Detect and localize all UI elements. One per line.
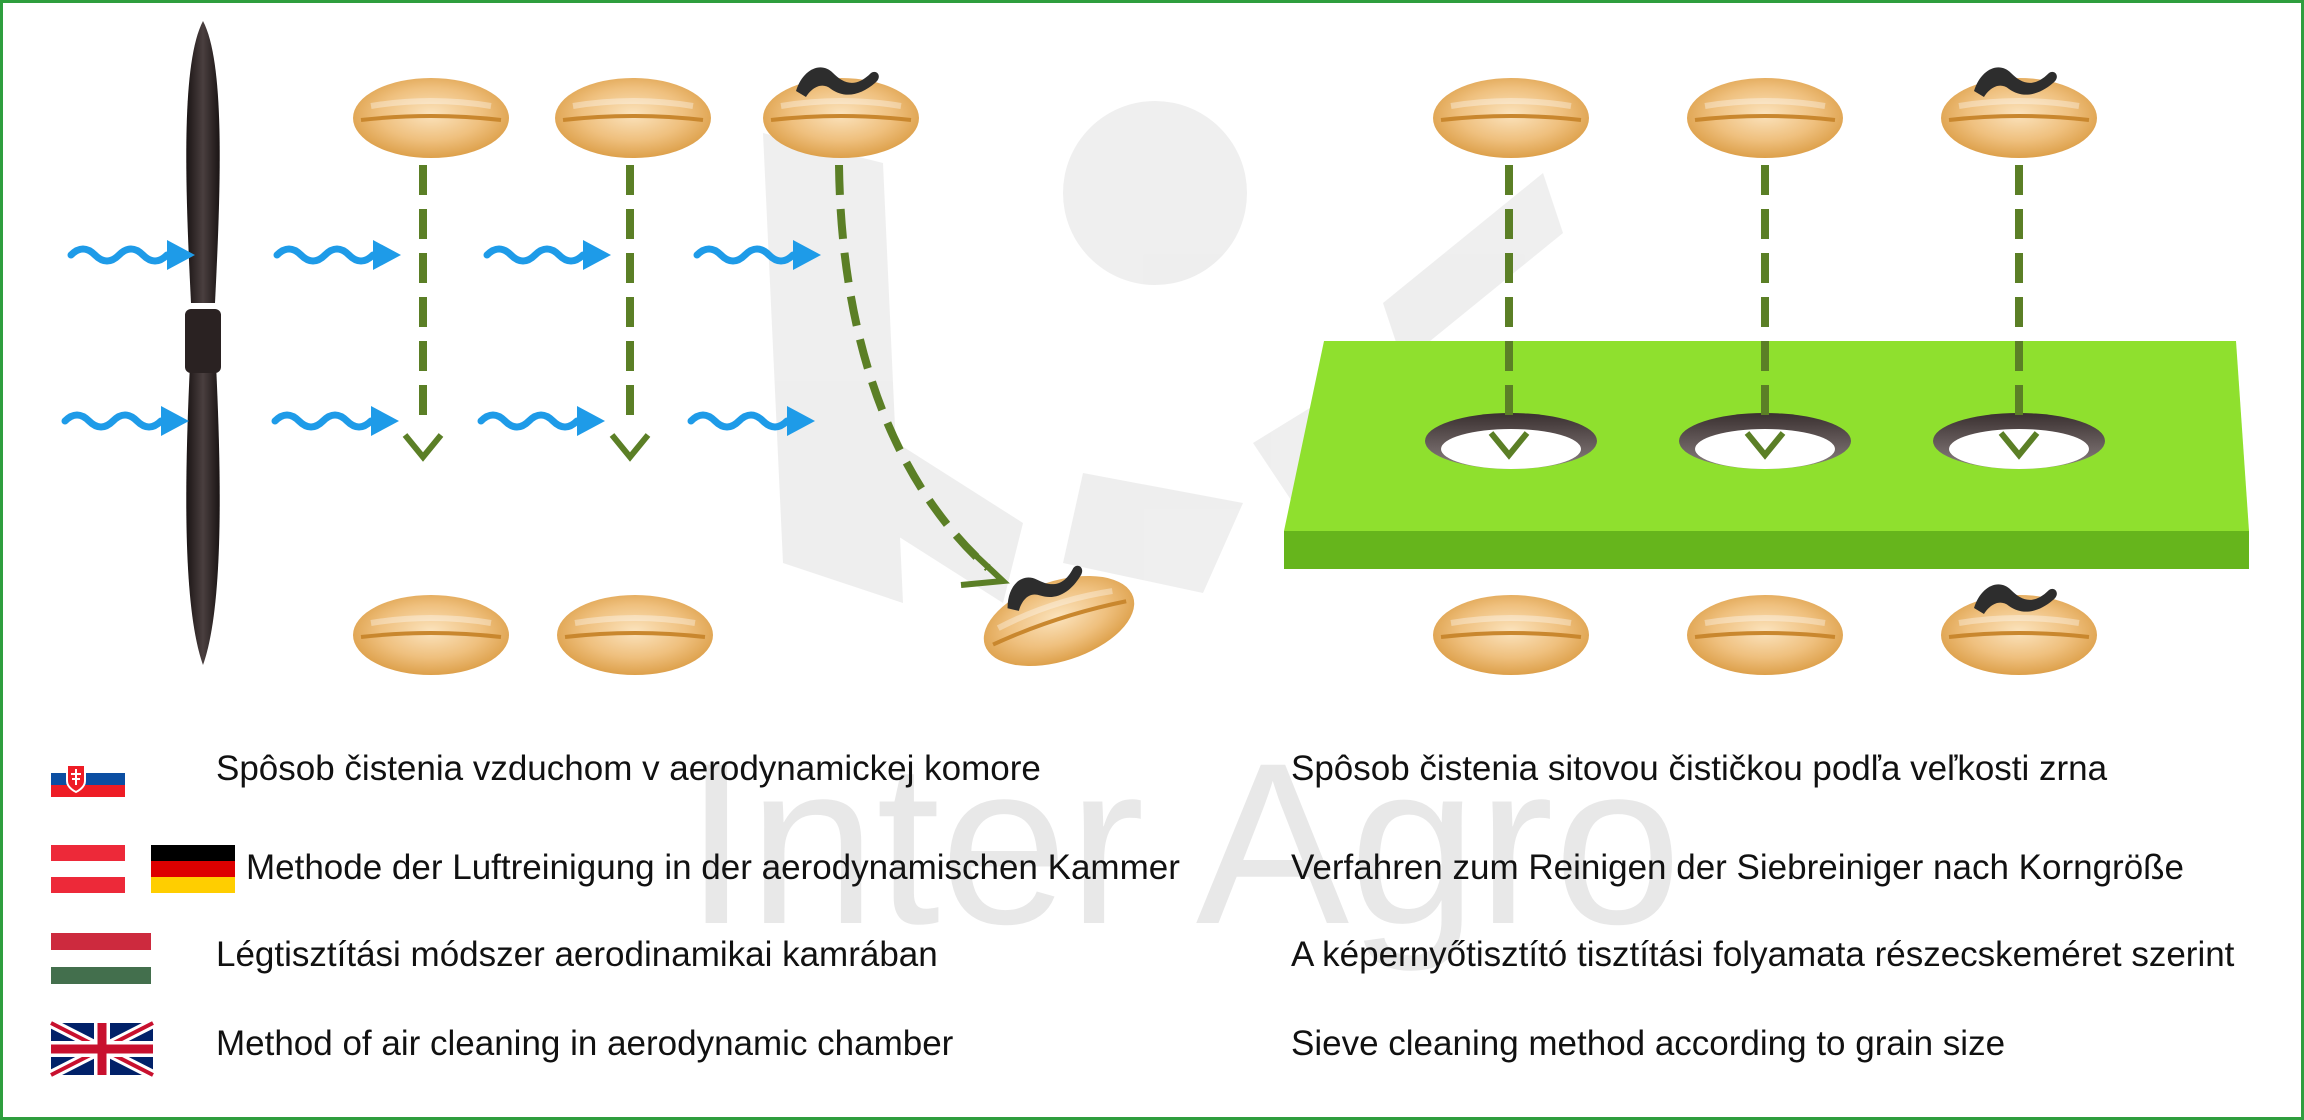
air-flow-icon <box>71 240 195 270</box>
propeller-icon <box>185 21 221 665</box>
grain-with-weed-icon <box>763 67 919 158</box>
caption-de-sieve: Verfahren zum Reinigen der Siebreiniger … <box>1291 848 2185 887</box>
watermark-text: Inter Agro <box>684 715 1681 972</box>
grain-with-weed-icon <box>1941 67 2097 158</box>
uk-flag <box>48 1018 156 1080</box>
caption-de-air: Methode der Luftreinigung in der aerodyn… <box>246 848 1180 887</box>
deflected-drop-arrow <box>835 164 1010 588</box>
germany-flag <box>151 845 235 893</box>
caption-sk-sieve: Spôsob čistenia sitovou čističkou podľa … <box>1291 749 2108 788</box>
hungary-flag <box>51 933 151 984</box>
caption-en-sieve: Sieve cleaning method according to grain… <box>1291 1024 2006 1063</box>
air-flow-icon <box>277 240 401 270</box>
grain-icon <box>1433 595 1589 675</box>
grain-icon <box>557 595 713 675</box>
grain-icon <box>353 78 509 158</box>
cleaning-diagram: Inter Agro <box>48 21 2249 1080</box>
grain-icon <box>555 78 711 158</box>
air-flow-icon <box>487 240 611 270</box>
air-flow-icon <box>65 406 189 436</box>
sieve-plate-icon <box>1284 341 2249 569</box>
slovakia-flag <box>51 761 125 797</box>
grain-icon <box>1433 78 1589 158</box>
drop-arrow <box>405 165 441 457</box>
drop-arrow <box>612 165 648 457</box>
grain-icon <box>1687 78 1843 158</box>
caption-sk-air: Spôsob čistenia vzduchom v aerodynamicke… <box>216 749 1041 788</box>
austria-flag <box>51 845 125 893</box>
grain-with-weed-icon <box>1941 584 2097 675</box>
caption-en-air: Method of air cleaning in aerodynamic ch… <box>216 1024 954 1063</box>
grain-icon <box>1687 595 1843 675</box>
air-flow-icon <box>275 406 399 436</box>
caption-hu-sieve: A képernyőtisztító tisztítási folyamata … <box>1291 935 2235 974</box>
caption-hu-air: Légtisztítási módszer aerodinamikai kamr… <box>216 935 938 974</box>
grain-icon <box>353 595 509 675</box>
air-flow-icon <box>481 406 605 436</box>
